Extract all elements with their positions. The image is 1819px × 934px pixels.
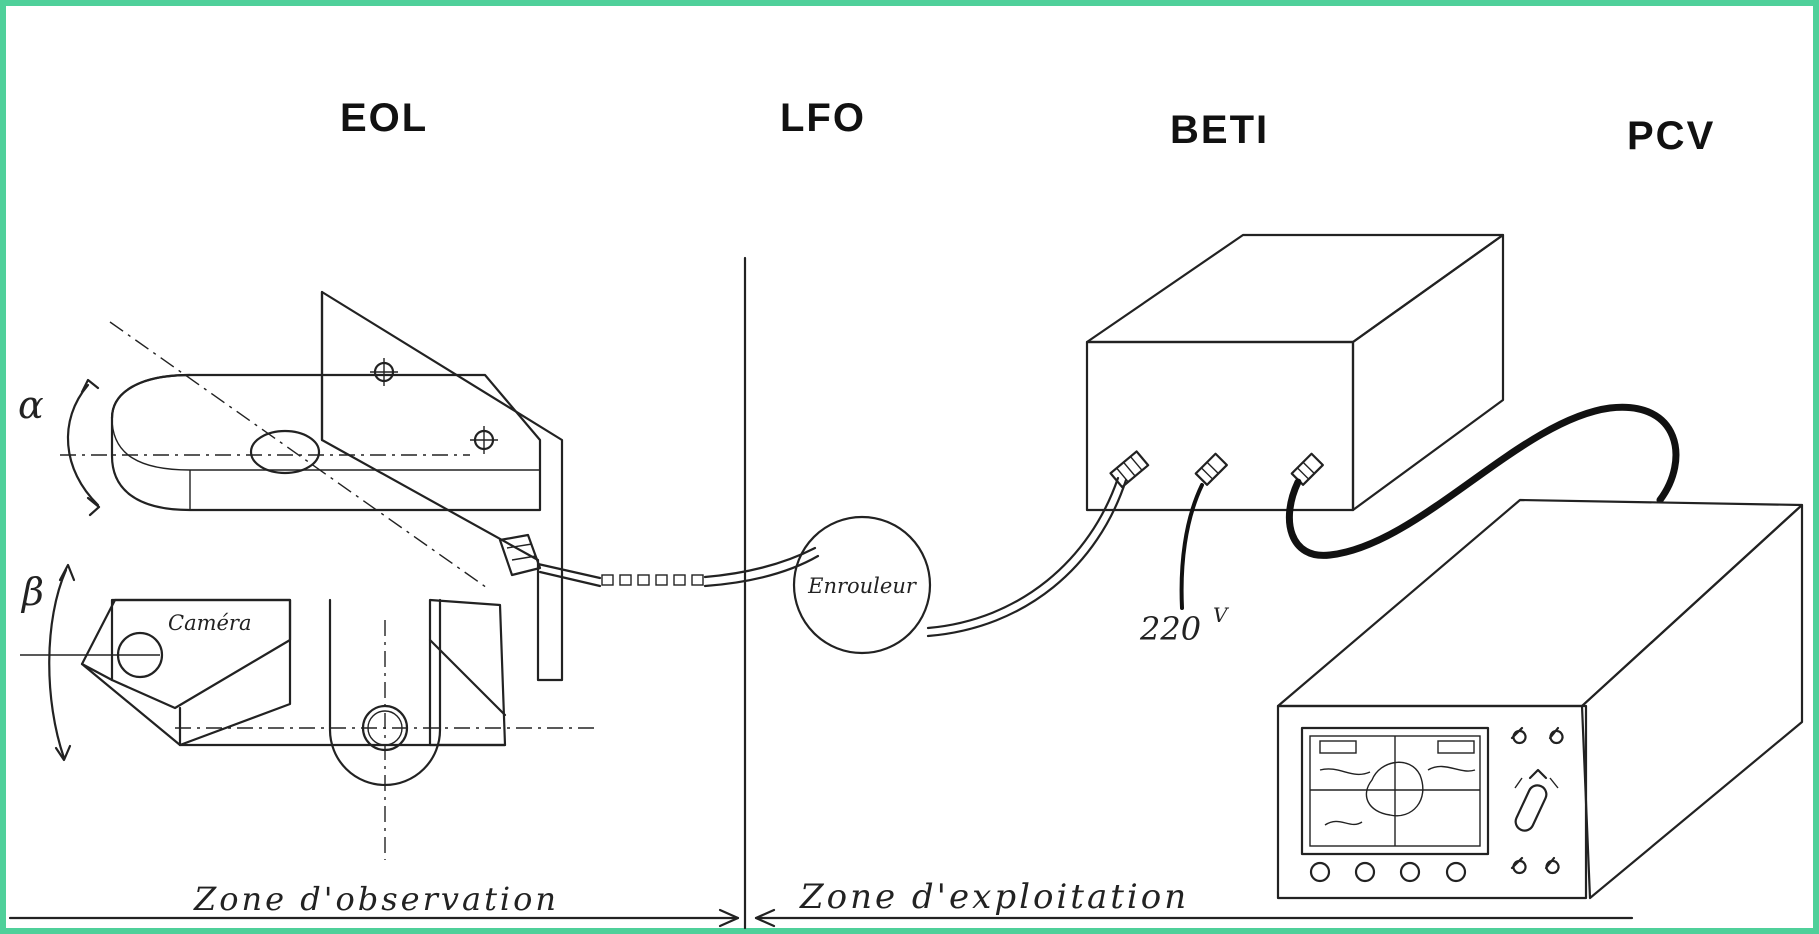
zone-observation-label: Zone d'observation (193, 880, 559, 918)
power-cable (1182, 485, 1202, 608)
camera-label: Caméra (168, 611, 252, 635)
fibre-cable (538, 548, 818, 586)
beti-box (1087, 235, 1503, 510)
beta-label: β (20, 570, 44, 614)
zone-exploitation-label: Zone d'exploitation (799, 877, 1189, 917)
voltage-label: 220 (1139, 610, 1201, 648)
alpha-rotation-arrow (68, 385, 98, 505)
reel-to-beti-cable (928, 478, 1118, 628)
reel-label: Enrouleur (807, 574, 918, 598)
voltage-unit: V (1213, 603, 1230, 627)
beta-rotation-arrow (49, 570, 66, 758)
pcv-console (1278, 500, 1802, 898)
alpha-label: α (18, 383, 44, 427)
eol-turret (20, 292, 600, 860)
